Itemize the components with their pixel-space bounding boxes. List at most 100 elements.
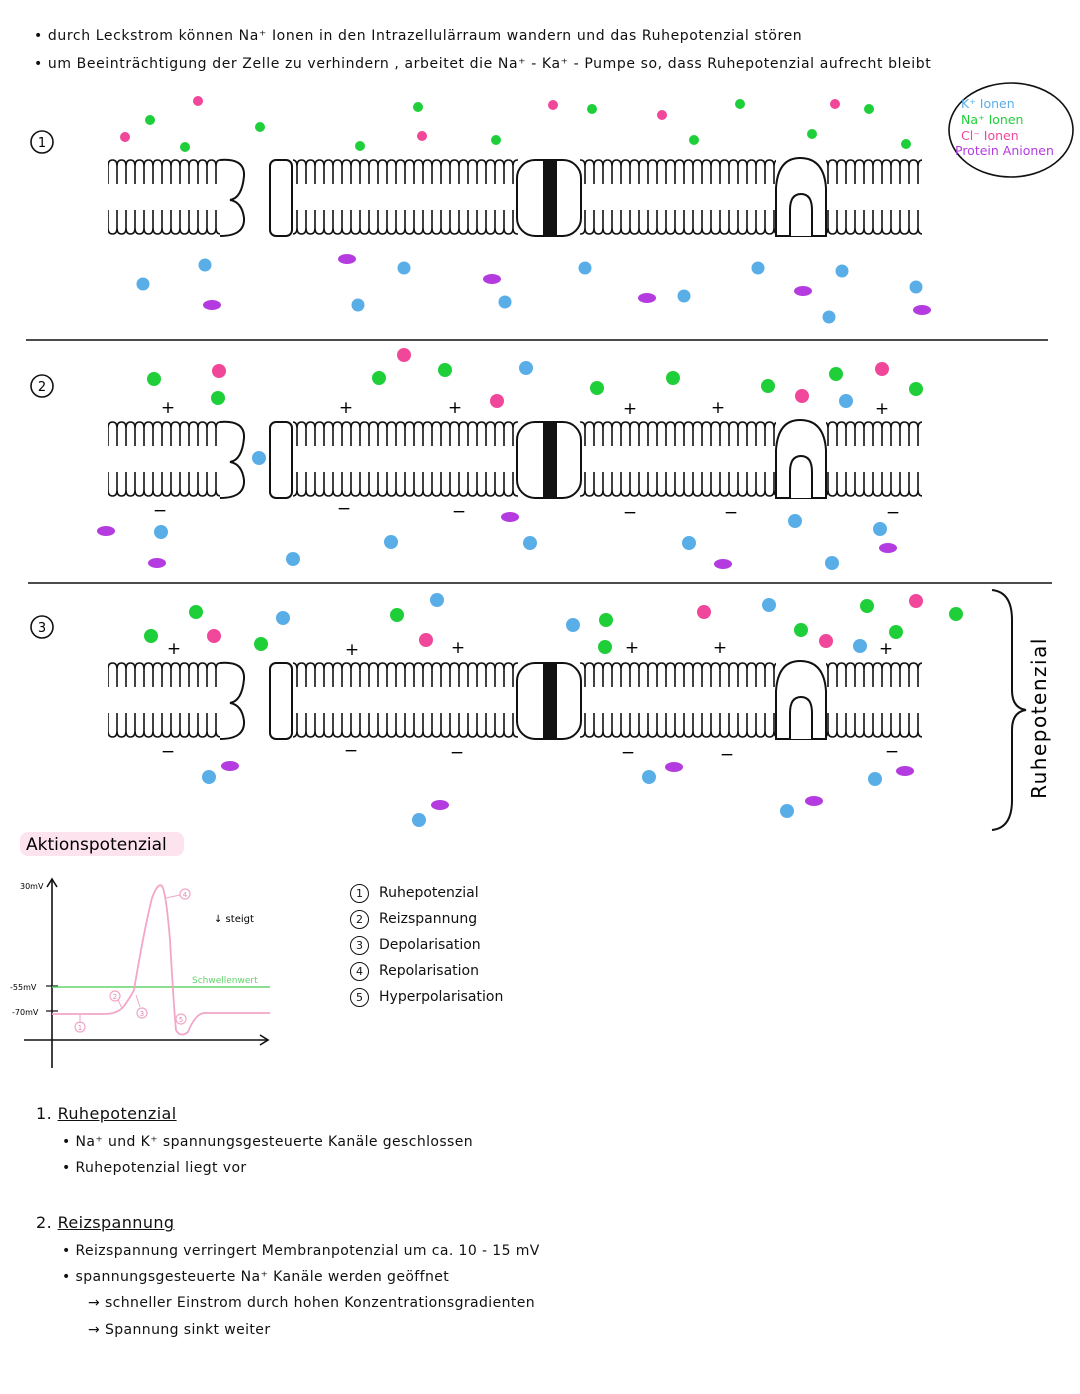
- notes-heading-1-text: Ruhepotenzial: [57, 1104, 177, 1123]
- cl-ion: [490, 394, 504, 408]
- plus-sign: +: [167, 639, 181, 659]
- plus-sign: +: [161, 398, 175, 418]
- notes-s2-arrow-1: → schneller Einstrom durch hohen Konzent…: [88, 1295, 536, 1311]
- minus-sign: −: [153, 501, 167, 521]
- na-ion: [255, 122, 265, 132]
- protein-ion: [221, 761, 239, 771]
- k-ion: [351, 298, 365, 312]
- na-ion: [491, 135, 501, 145]
- notes-s2-arrow-2: → Spannung sinkt weiter: [88, 1322, 271, 1338]
- k-ion: [780, 804, 794, 818]
- na-ion: [254, 637, 268, 651]
- ap-title-highlight: [20, 832, 184, 856]
- na-ion: [761, 379, 775, 393]
- k-ion: [751, 261, 765, 275]
- steigt-annotation: ↓ steigt: [214, 914, 254, 925]
- na-ion: [189, 605, 203, 619]
- na-ion: [909, 382, 923, 396]
- ap-step-3-number: 3: [350, 935, 369, 955]
- minus-sign: −: [623, 503, 637, 523]
- ap-step-list: 1 Ruhepotenzial 2 Reizspannung 3 Depolar…: [350, 880, 503, 1010]
- k-ion: [276, 611, 290, 625]
- svg-text:1: 1: [38, 136, 46, 151]
- na-ion: [355, 141, 365, 151]
- membrane-panel-1: [107, 157, 923, 237]
- k-ion: [384, 535, 398, 549]
- ap-step-5: 5 Hyperpolarisation: [350, 984, 503, 1010]
- na-ion: [901, 139, 911, 149]
- cl-ion: [419, 633, 433, 647]
- notes-heading-1-num: 1.: [36, 1104, 53, 1123]
- y-axis-arrow: [46, 877, 58, 888]
- k-ion: [566, 618, 580, 632]
- intro-line-1: • durch Leckstrom können Na⁺ Ionen in de…: [34, 28, 803, 44]
- cl-ion: [657, 110, 667, 120]
- legend-cl: Cl⁻ Ionen: [961, 128, 1019, 143]
- membrane-panel-2: [107, 419, 923, 499]
- panel-number-2: 2: [30, 374, 54, 398]
- na-ion: [864, 104, 874, 114]
- svg-text:4: 4: [183, 891, 188, 899]
- k-ion: [412, 813, 426, 827]
- ap-step-3: 3 Depolarisation: [350, 932, 503, 958]
- minus-sign: −: [621, 743, 635, 763]
- bracket: [991, 589, 1027, 831]
- y-tick-30: 30mV: [20, 882, 44, 891]
- na-ion: [599, 613, 613, 627]
- ap-step-2-label: Reizspannung: [379, 911, 478, 927]
- na-ion: [390, 608, 404, 622]
- minus-sign: −: [885, 742, 899, 762]
- k-ion: [835, 264, 849, 278]
- na-ion: [829, 367, 843, 381]
- y-tick-70: -70mV: [12, 1008, 39, 1017]
- minus-sign: −: [450, 743, 464, 763]
- na-ion: [889, 625, 903, 639]
- cl-ion: [819, 634, 833, 648]
- k-ion: [788, 514, 802, 528]
- k-ion: [868, 772, 882, 786]
- na-ion: [735, 99, 745, 109]
- cl-ion: [212, 364, 226, 378]
- cl-ion: [120, 132, 130, 142]
- y-tick-55: -55mV: [10, 983, 37, 992]
- k-ion: [202, 770, 216, 784]
- k-ion: [762, 598, 776, 612]
- notes-heading-2: 2. Reizspannung: [36, 1213, 174, 1232]
- ap-title: Aktionspotenzial: [26, 835, 167, 855]
- minus-sign: −: [724, 503, 738, 523]
- cl-ion: [397, 348, 411, 362]
- k-ion: [839, 394, 853, 408]
- protein-ion: [203, 300, 221, 310]
- cl-ion: [207, 629, 221, 643]
- plus-sign: +: [879, 639, 893, 659]
- na-ion: [598, 640, 612, 654]
- k-ion: [822, 310, 836, 324]
- cl-ion: [795, 389, 809, 403]
- cl-ion: [875, 362, 889, 376]
- k-ion: [682, 536, 696, 550]
- plus-sign: +: [339, 398, 353, 418]
- cl-ion: [830, 99, 840, 109]
- k-ion: [909, 280, 923, 294]
- protein-ion: [501, 512, 519, 522]
- minus-sign: −: [161, 742, 175, 762]
- na-ion: [590, 381, 604, 395]
- membrane-panel-3: [107, 660, 923, 740]
- notes-s2-bullet-1: • Reizspannung verringert Membranpotenzi…: [62, 1243, 540, 1259]
- ap-step-4-label: Repolarisation: [379, 963, 479, 979]
- ap-curve: [52, 884, 270, 1036]
- ap-step-2-number: 2: [350, 909, 369, 929]
- plus-sign: +: [345, 640, 359, 660]
- notes-heading-2-num: 2.: [36, 1213, 53, 1232]
- na-ion: [372, 371, 386, 385]
- protein-ion: [638, 293, 656, 303]
- x-axis-arrow: [259, 1034, 270, 1046]
- na-ion: [144, 629, 158, 643]
- plus-sign: +: [625, 638, 639, 658]
- na-ion: [180, 142, 190, 152]
- svg-text:3: 3: [38, 621, 46, 636]
- protein-ion: [896, 766, 914, 776]
- k-ion: [642, 770, 656, 784]
- ap-step-1: 1 Ruhepotenzial: [350, 880, 503, 906]
- na-ion: [587, 104, 597, 114]
